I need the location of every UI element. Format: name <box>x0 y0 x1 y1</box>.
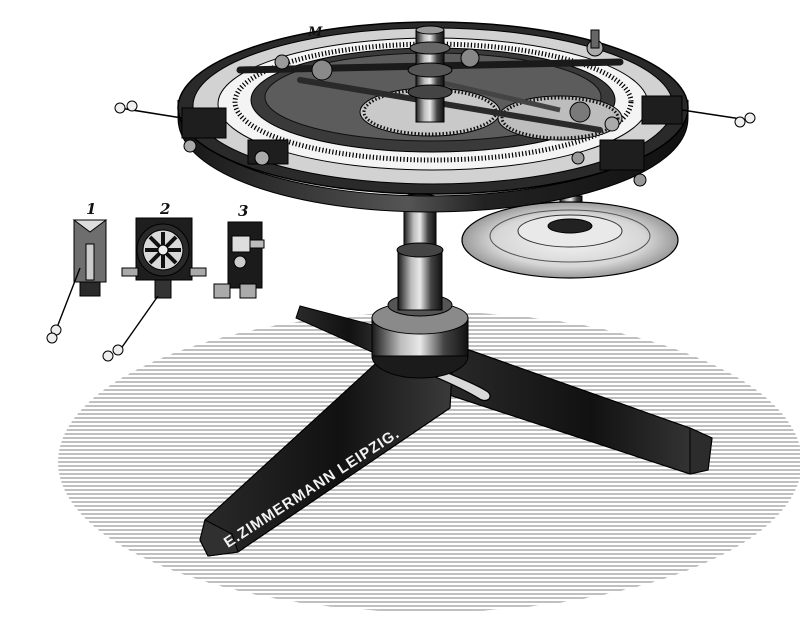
tripod-base <box>199 293 713 557</box>
detail-figure-2 <box>102 217 207 362</box>
dial-marker-label: M <box>307 25 323 40</box>
detail-figure-1 <box>46 219 108 344</box>
detail-figure-3 <box>213 221 265 299</box>
detail-label-3: 3 <box>238 202 248 220</box>
detail-label-1: 1 <box>86 200 96 218</box>
main-circular-table <box>114 21 756 213</box>
side-turntable-disc <box>461 195 679 279</box>
detail-label-2: 2 <box>159 200 170 218</box>
